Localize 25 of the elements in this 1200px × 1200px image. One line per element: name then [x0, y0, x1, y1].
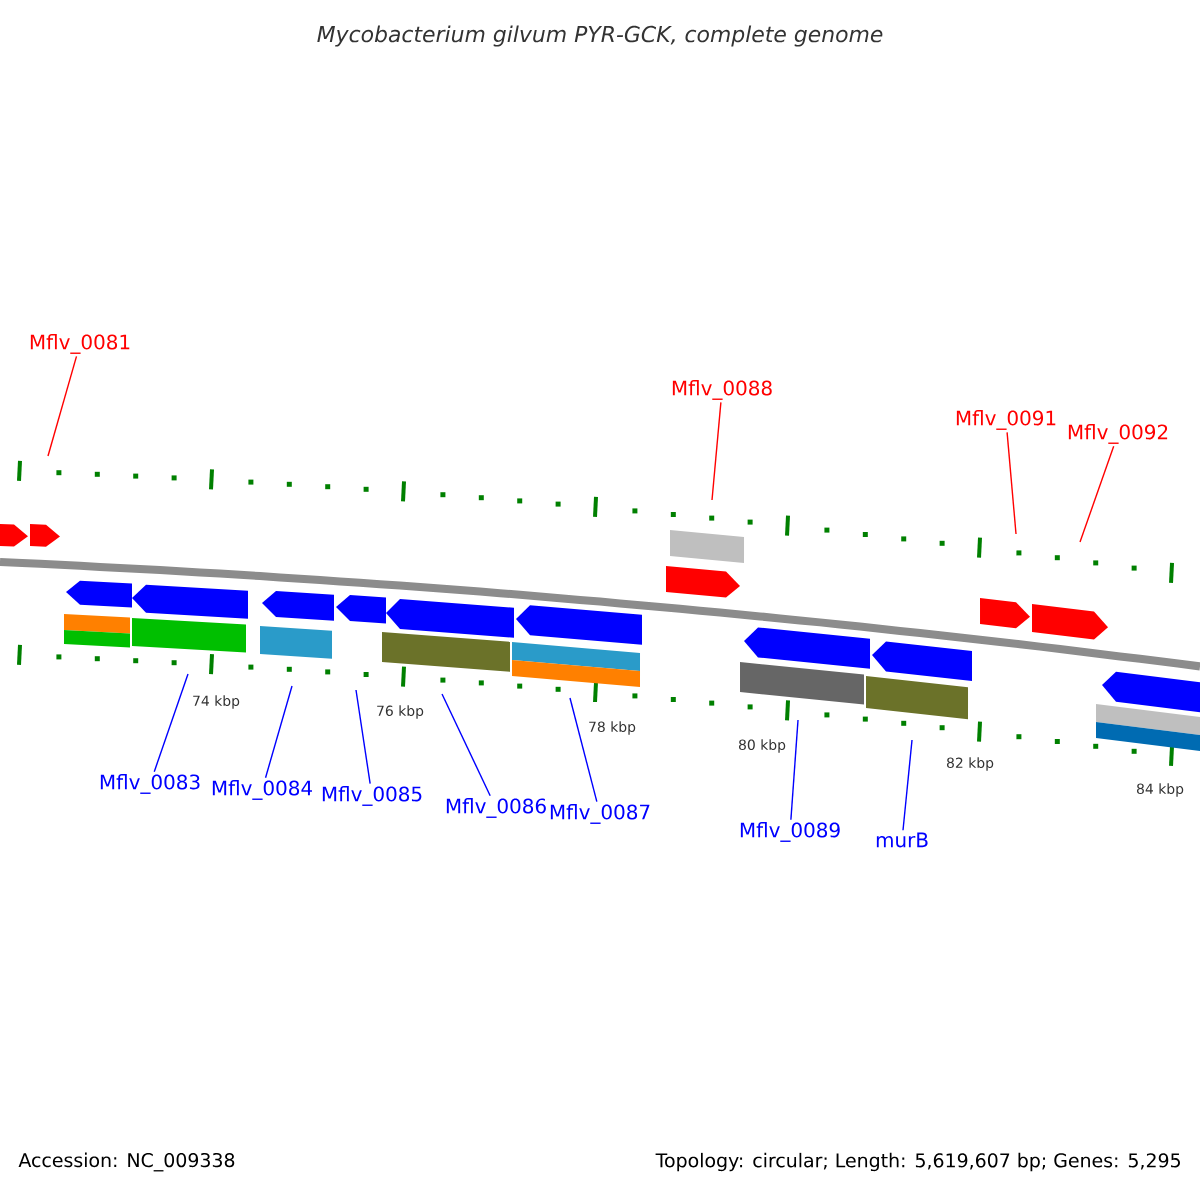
leader-line [47, 355, 78, 457]
gene-label: Mflv_0087 [550, 804, 650, 824]
leader-line [1079, 445, 1115, 543]
leader-line [902, 739, 913, 831]
gene-label: Mflv_0088 [672, 380, 772, 400]
gene-label: Mflv_0083 [100, 774, 200, 794]
gene-label: Mflv_0092 [1068, 424, 1168, 444]
leader-line [355, 689, 371, 785]
gene-label: Mflv_0089 [740, 822, 840, 842]
gene-label: Mflv_0081 [30, 334, 130, 354]
title: Mycobacterium gilvum PYR-GCK, complete genome [317, 25, 883, 47]
leader-line [264, 685, 293, 779]
leader-line [1006, 431, 1017, 535]
leader-line [441, 693, 491, 797]
footer-text: Topology: circular; Length: 5,619,607 bp; Genes: 5,295 [655, 1152, 1180, 1172]
gene-label: murB [876, 832, 928, 848]
leader-line [711, 401, 722, 501]
footer-text: Accession: NC_009338 [18, 1152, 235, 1172]
leader-line [153, 673, 189, 773]
gene-label: Mflv_0085 [322, 786, 422, 806]
gene-label: Mflv_0084 [212, 780, 312, 800]
leader-line [569, 697, 598, 803]
gene-label: Mflv_0091 [956, 410, 1056, 430]
gene-label: Mflv_0086 [446, 798, 546, 818]
leader-line [790, 719, 799, 821]
